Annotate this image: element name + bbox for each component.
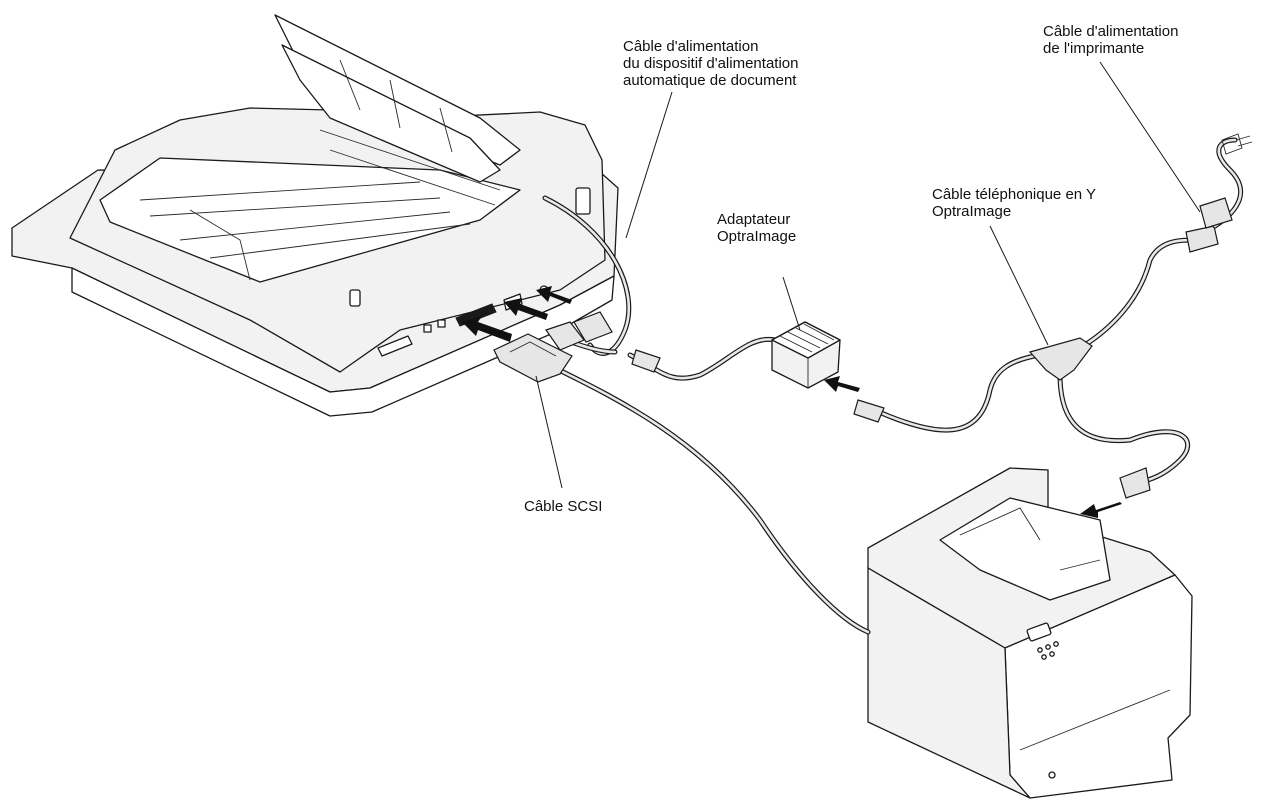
wall-plug — [1199, 197, 1233, 229]
arrow-power-jack — [536, 286, 572, 304]
arrow-scsi — [462, 316, 512, 342]
port-small-1 — [423, 324, 432, 333]
arrow-phone — [504, 298, 548, 320]
scanner-latch — [349, 289, 361, 307]
label-adapter: Adaptateur OptraImage — [717, 211, 797, 245]
printer-display — [1026, 622, 1052, 642]
label-scsi-cable: Câble SCSI — [524, 498, 603, 515]
label-adf-power-cable: Câble d'alimentation du dispositif d'ali… — [623, 38, 799, 89]
optraimage-adapter — [771, 321, 841, 389]
adf-paper-guide — [281, 44, 501, 183]
scsi-cable — [493, 333, 871, 635]
scsi-port — [455, 303, 497, 327]
y-splitter — [1028, 337, 1093, 381]
parallel-port — [377, 335, 413, 357]
printer-output-bin — [939, 497, 1111, 601]
printer-side — [867, 567, 1031, 799]
leader-lines — [535, 61, 1201, 489]
phone-plug — [545, 321, 585, 351]
printer — [867, 467, 1193, 799]
y-cable — [853, 225, 1219, 499]
arrow-adapter — [824, 376, 860, 392]
scanner-front-face — [71, 267, 615, 417]
port-small-2 — [437, 319, 446, 328]
scanner-with-adf — [11, 14, 619, 417]
adf-power-plug — [573, 311, 613, 343]
phone-cable — [545, 321, 618, 355]
insert-arrows — [462, 286, 1122, 518]
adf-output-tray — [99, 157, 521, 283]
label-printer-power-cable: Câble d'alimentation de l'imprimante — [1043, 23, 1179, 57]
label-y-phone-cable: Câble téléphonique en Y OptraImage — [932, 186, 1097, 220]
printer-power-cord — [1199, 133, 1253, 229]
arrow-printer — [1080, 502, 1122, 518]
adf-latch — [575, 187, 591, 215]
scsi-connector — [493, 333, 573, 383]
